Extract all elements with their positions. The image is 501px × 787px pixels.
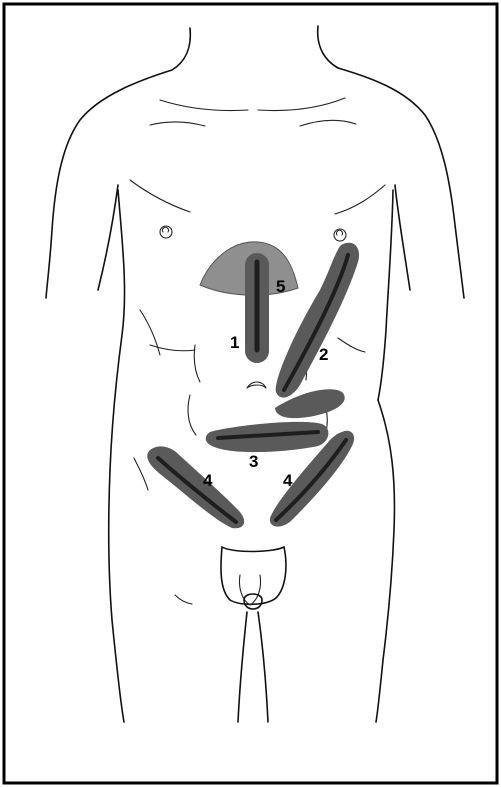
- label-2: 2: [319, 345, 328, 364]
- label-4-left: 4: [203, 471, 213, 490]
- label-1: 1: [230, 333, 239, 352]
- figure-border: [4, 4, 497, 783]
- label-5: 5: [276, 277, 285, 296]
- label-4-right: 4: [283, 471, 293, 490]
- label-3: 3: [249, 452, 258, 471]
